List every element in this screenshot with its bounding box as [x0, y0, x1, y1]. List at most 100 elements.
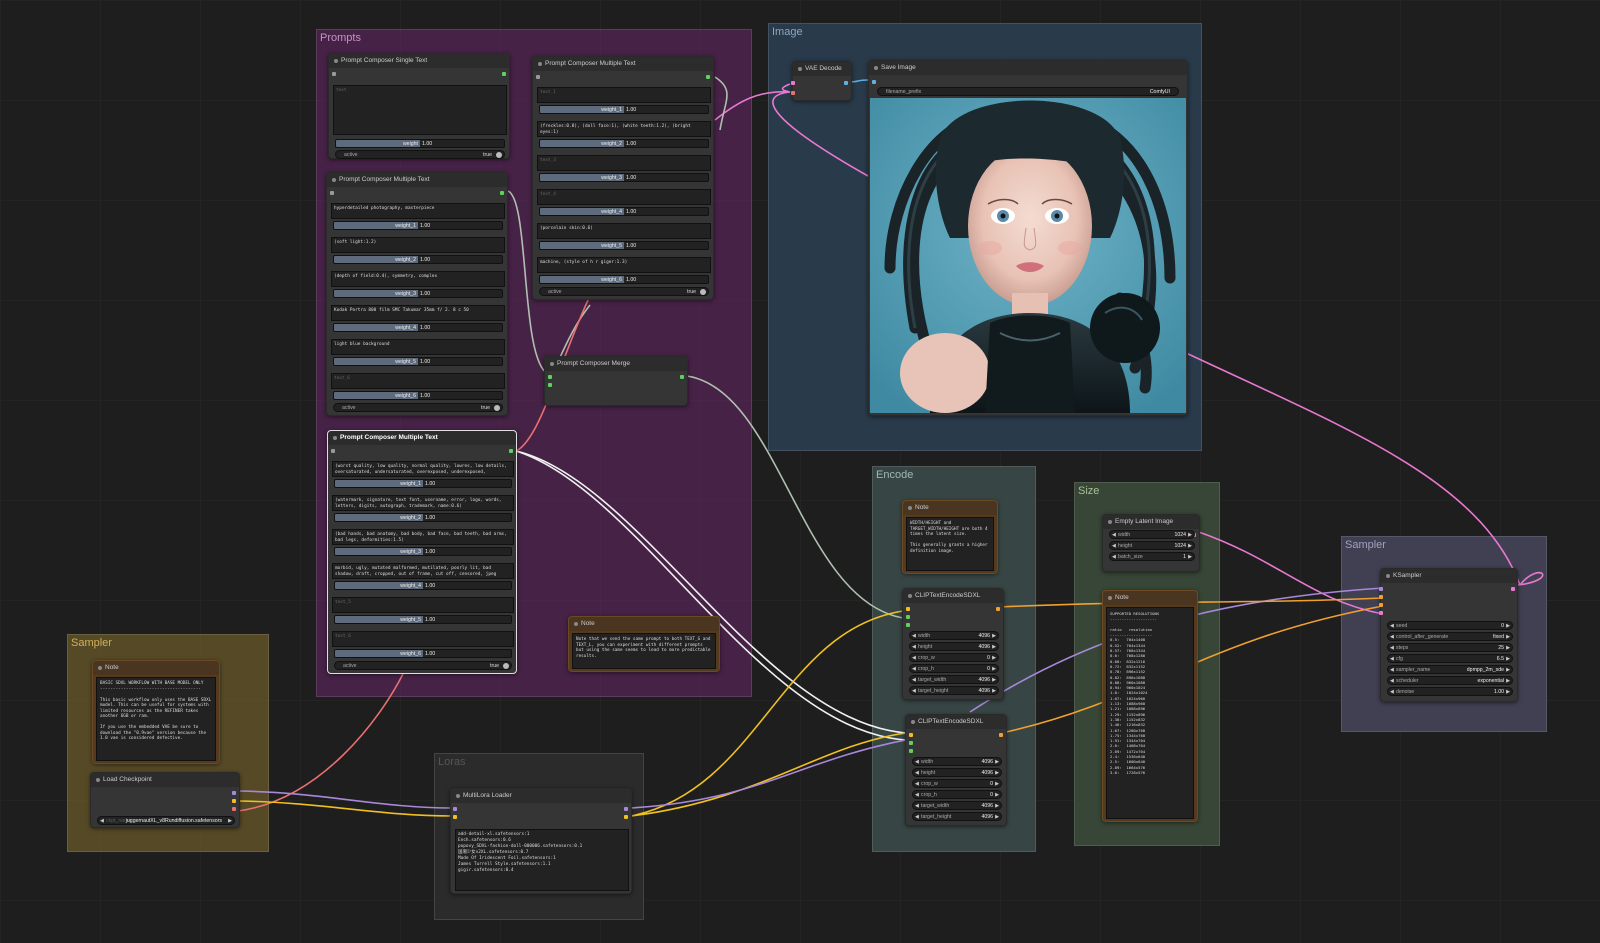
output-port-clip[interactable] [624, 815, 628, 819]
arrow-left-icon[interactable]: ◀ [1112, 543, 1116, 549]
input-port-negative[interactable] [1379, 603, 1383, 607]
text-input-6[interactable]: text_6 [332, 631, 514, 647]
arrow-left-icon[interactable]: ◀ [1390, 645, 1394, 651]
active-toggle[interactable]: active true [335, 150, 505, 159]
output-port-vae[interactable] [232, 807, 236, 811]
ckpt-name-select[interactable]: ◀ ckpt_name juggernautXL_v8Rundiffusion.… [97, 816, 235, 825]
output-port[interactable] [680, 375, 684, 379]
arrow-left-icon[interactable]: ◀ [1390, 623, 1394, 629]
arrow-left-icon[interactable]: ◀ [1390, 634, 1394, 640]
arrow-right-icon[interactable]: ▶ [1506, 645, 1510, 651]
arrow-right-icon[interactable]: ▶ [992, 677, 996, 683]
input-port-model[interactable] [1379, 587, 1383, 591]
node-save-image[interactable]: Save Image filename_prefix ComfyUI [868, 60, 1188, 416]
text-input-2[interactable]: (watermark, signature, text font, userna… [332, 495, 514, 511]
arrow-right-icon[interactable]: ▶ [995, 781, 999, 787]
input-port[interactable] [331, 449, 335, 453]
input-port-clip[interactable] [906, 607, 910, 611]
node-note-prompts[interactable]: Note Note that we send the same prompt t… [568, 616, 720, 672]
text-input-4[interactable]: text_4 [537, 189, 711, 205]
arrow-left-icon[interactable]: ◀ [1112, 532, 1116, 538]
text-input-6[interactable]: text_6 [331, 373, 505, 389]
output-port-latent[interactable] [1511, 587, 1515, 591]
node-vae-decode[interactable]: VAE Decode [791, 61, 852, 101]
node-prompt-single-text[interactable]: Prompt Composer Single Text text weight … [328, 53, 510, 159]
arrow-right-icon[interactable]: ▶ [228, 818, 232, 824]
arrow-right-icon[interactable]: ▶ [992, 644, 996, 650]
arrow-left-icon[interactable]: ◀ [915, 792, 919, 798]
text-input[interactable]: text [333, 85, 507, 135]
node-load-checkpoint[interactable]: Load Checkpoint ◀ ckpt_name juggernautXL… [90, 772, 240, 828]
note-text[interactable]: Note that we send the same prompt to bot… [572, 633, 716, 669]
output-port-clip[interactable] [232, 799, 236, 803]
output-port[interactable] [706, 75, 710, 79]
arrow-left-icon[interactable]: ◀ [915, 781, 919, 787]
arrow-left-icon[interactable]: ◀ [915, 759, 919, 765]
arrow-left-icon[interactable]: ◀ [1112, 554, 1116, 560]
input-port-vae[interactable] [791, 91, 795, 95]
arrow-right-icon[interactable]: ▶ [992, 633, 996, 639]
output-port-image[interactable] [844, 81, 848, 85]
output-port[interactable] [500, 191, 504, 195]
text-input-3[interactable]: (depth of field:0.4), symmetry, complex [331, 271, 505, 287]
text-input-5[interactable]: light blue background [331, 339, 505, 355]
input-port-clip[interactable] [909, 733, 913, 737]
node-multilora-loader[interactable]: MultiLora Loader add-detail-xl.safetenso… [450, 788, 632, 894]
input-port-samples[interactable] [791, 81, 795, 85]
text-input-6[interactable]: machine, (style of h r giger:1.3) [537, 257, 711, 273]
output-port-model[interactable] [624, 807, 628, 811]
arrow-left-icon[interactable]: ◀ [100, 818, 104, 824]
node-prompt-multi-text-c[interactable]: Prompt Composer Multiple Text (worst qua… [327, 430, 517, 674]
arrow-right-icon[interactable]: ▶ [992, 666, 996, 672]
arrow-right-icon[interactable]: ▶ [992, 688, 996, 694]
arrow-right-icon[interactable]: ▶ [1188, 543, 1192, 549]
arrow-left-icon[interactable]: ◀ [912, 644, 916, 650]
input-port-model[interactable] [453, 807, 457, 811]
arrow-left-icon[interactable]: ◀ [915, 770, 919, 776]
text-input-2[interactable]: (freckles:0.8), (doll face:1), (white te… [537, 121, 711, 137]
text-input-2[interactable]: (soft light:1.2) [331, 237, 505, 253]
arrow-left-icon[interactable]: ◀ [1390, 678, 1394, 684]
output-port-conditioning[interactable] [999, 733, 1003, 737]
arrow-right-icon[interactable]: ▶ [995, 759, 999, 765]
arrow-left-icon[interactable]: ◀ [912, 688, 916, 694]
input-port-text-l[interactable] [906, 623, 910, 627]
weight-slider[interactable]: weight 1.00 [335, 139, 505, 148]
arrow-left-icon[interactable]: ◀ [915, 814, 919, 820]
arrow-right-icon[interactable]: ▶ [1506, 656, 1510, 662]
output-port-model[interactable] [232, 791, 236, 795]
arrow-right-icon[interactable]: ▶ [995, 792, 999, 798]
note-text[interactable]: WIDTH/HEIGHT and TARGET_WIDTH/HEIGHT are… [906, 517, 994, 571]
input-port-2[interactable] [548, 383, 552, 387]
